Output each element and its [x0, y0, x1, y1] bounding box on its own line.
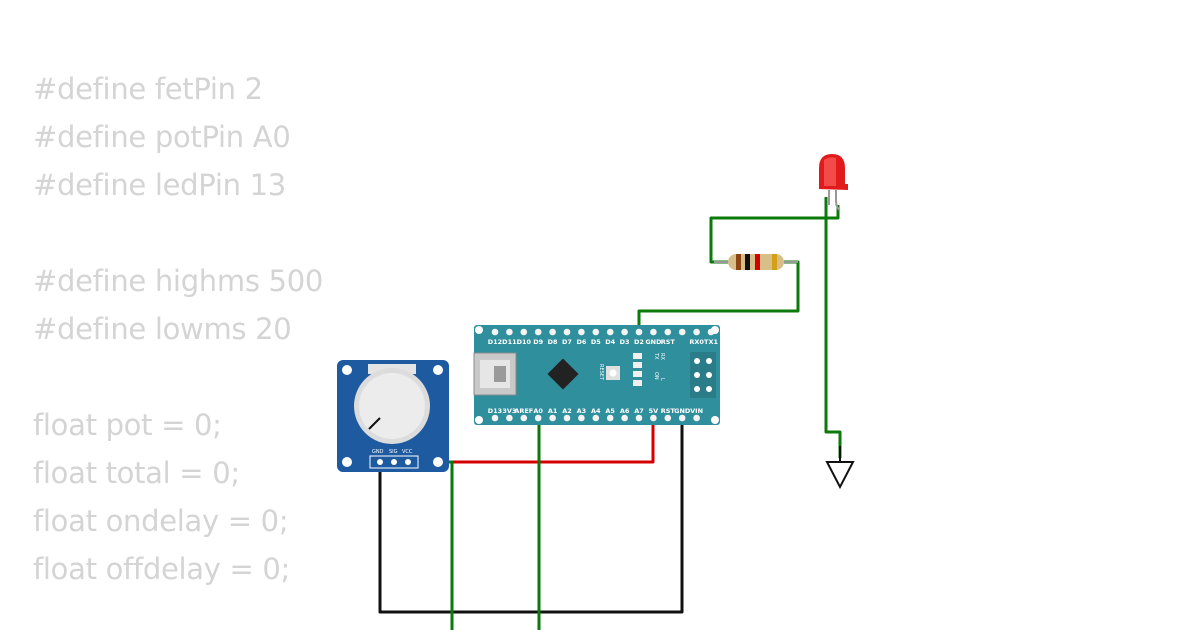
nano-top-pin[interactable]: [506, 328, 513, 336]
nano-bottom-pin-label: A7: [634, 407, 644, 415]
nano-top-pin-label: GND: [645, 338, 662, 346]
nano-bottom-pin[interactable]: [693, 414, 700, 422]
nano-top-pin[interactable]: [592, 328, 600, 336]
nano-bottom-pin[interactable]: [563, 414, 571, 422]
nano-top-pin-label: D3: [620, 338, 630, 346]
nano-bottom-pin-label: A6: [620, 407, 630, 415]
code-line: #define fetPin 2: [33, 72, 263, 106]
potentiometer-icon[interactable]: GND SIG VCC: [337, 360, 449, 472]
code-line: float total = 0;: [33, 456, 240, 490]
wire-gnd-to-pot-gnd[interactable]: [378, 420, 684, 614]
nano-top-pin[interactable]: [549, 328, 556, 336]
wire-resistor-to-led[interactable]: [709, 205, 840, 264]
nano-bottom-pin-label: A1: [548, 407, 558, 415]
led-label-on: ON: [653, 372, 659, 380]
wire-d2-to-resistor[interactable]: [637, 260, 800, 332]
nano-top-pin-label: D12: [488, 338, 502, 346]
code-listing: #define fetPin 2 #define potPin A0 #define…: [33, 68, 323, 596]
pot-label-sig: SIG: [389, 449, 398, 455]
nano-bottom-pin[interactable]: [664, 414, 672, 422]
code-line: #define ledPin 13: [33, 168, 286, 202]
nano-top-pin-label: D6: [576, 338, 586, 346]
nano-top-pin-label: D8: [548, 338, 558, 346]
wire-pot-sig[interactable]: [394, 460, 454, 630]
nano-top-pin-label: RX0: [689, 338, 704, 346]
nano-top-pin-label: D10: [517, 338, 532, 346]
nano-bottom-pin-label: A2: [562, 407, 572, 415]
nano-top-pin[interactable]: [707, 328, 715, 336]
nano-bottom-pin[interactable]: [621, 414, 628, 422]
wire-5v-to-pot-vcc[interactable]: [408, 420, 655, 464]
nano-bottom-pin-label: 5V: [649, 407, 659, 415]
nano-top-pin-label: D5: [591, 338, 601, 346]
nano-top-pin[interactable]: [520, 328, 528, 336]
nano-top-pin[interactable]: [578, 328, 585, 336]
nano-bottom-pin-label: A0: [533, 407, 543, 415]
resistor-icon[interactable]: [714, 254, 798, 270]
nano-bottom-pin-label: RST: [661, 407, 676, 415]
nano-bottom-pin-label: GND: [674, 407, 691, 415]
nano-top-pin[interactable]: [678, 328, 686, 336]
nano-top-pin[interactable]: [664, 328, 672, 336]
nano-bottom-pin-label: D13: [488, 407, 502, 415]
led-icon[interactable]: [819, 154, 848, 211]
nano-bottom-pin-label: A4: [591, 407, 601, 415]
nano-top-pin[interactable]: [635, 328, 643, 336]
nano-top-pin-label: D7: [562, 338, 572, 346]
nano-bottom-pin-label: A5: [605, 407, 615, 415]
code-line: #define highms 500: [33, 264, 324, 298]
nano-bottom-pin-label: 3V3: [502, 407, 516, 415]
code-line: float pot = 0;: [33, 408, 222, 442]
nano-top-pin-label: D4: [605, 338, 615, 346]
nano-top-pin-label: D2: [634, 338, 644, 346]
code-line: #define lowms 20: [33, 312, 292, 346]
nano-top-pin[interactable]: [621, 328, 628, 336]
wires: [378, 197, 842, 630]
nano-bottom-pin-label: A3: [577, 407, 587, 415]
nano-top-pin[interactable]: [534, 328, 542, 336]
led-label-tx: TX: [653, 352, 659, 360]
nano-bottom-pin[interactable]: [491, 414, 499, 422]
nano-top-pin[interactable]: [563, 328, 571, 336]
nano-bottom-pin[interactable]: [578, 414, 585, 422]
nano-bottom-pin[interactable]: [678, 414, 686, 422]
nano-bottom-pin[interactable]: [592, 414, 600, 422]
code-line: float offdelay = 0;: [33, 552, 291, 586]
nano-bottom-pin[interactable]: [650, 414, 657, 422]
nano-top-pin-label: RST: [661, 338, 676, 346]
led-label-rx: RX: [659, 353, 665, 360]
code-line: float ondelay = 0;: [33, 504, 289, 538]
nano-bottom-pin[interactable]: [506, 414, 513, 422]
nano-bottom-pin-label: VIN: [690, 407, 703, 415]
nano-top-pin[interactable]: [693, 328, 700, 336]
wire-led-to-ground[interactable]: [824, 197, 842, 458]
nano-bottom-pin-label: AREF: [514, 407, 533, 415]
nano-top-pin-label: TX1: [704, 338, 718, 346]
led-label-l: L: [659, 378, 665, 381]
nano-top-pin[interactable]: [606, 328, 614, 336]
reset-label: RESET: [598, 364, 604, 381]
nano-bottom-pin[interactable]: [534, 414, 542, 422]
nano-bottom-pin[interactable]: [635, 414, 643, 422]
nano-top-pin-label: D9: [533, 338, 543, 346]
ground-icon[interactable]: [825, 446, 855, 490]
pot-label-vcc: VCC: [402, 449, 413, 455]
nano-top-pin[interactable]: [650, 328, 657, 336]
nano-bottom-pin[interactable]: [520, 414, 528, 422]
nano-top-pin-label: D11: [502, 338, 517, 346]
nano-bottom-pin[interactable]: [549, 414, 556, 422]
code-line: #define potPin A0: [33, 120, 291, 154]
nano-top-pin[interactable]: [491, 328, 499, 336]
pot-label-gnd: GND: [372, 449, 384, 455]
nano-bottom-pin[interactable]: [606, 414, 614, 422]
